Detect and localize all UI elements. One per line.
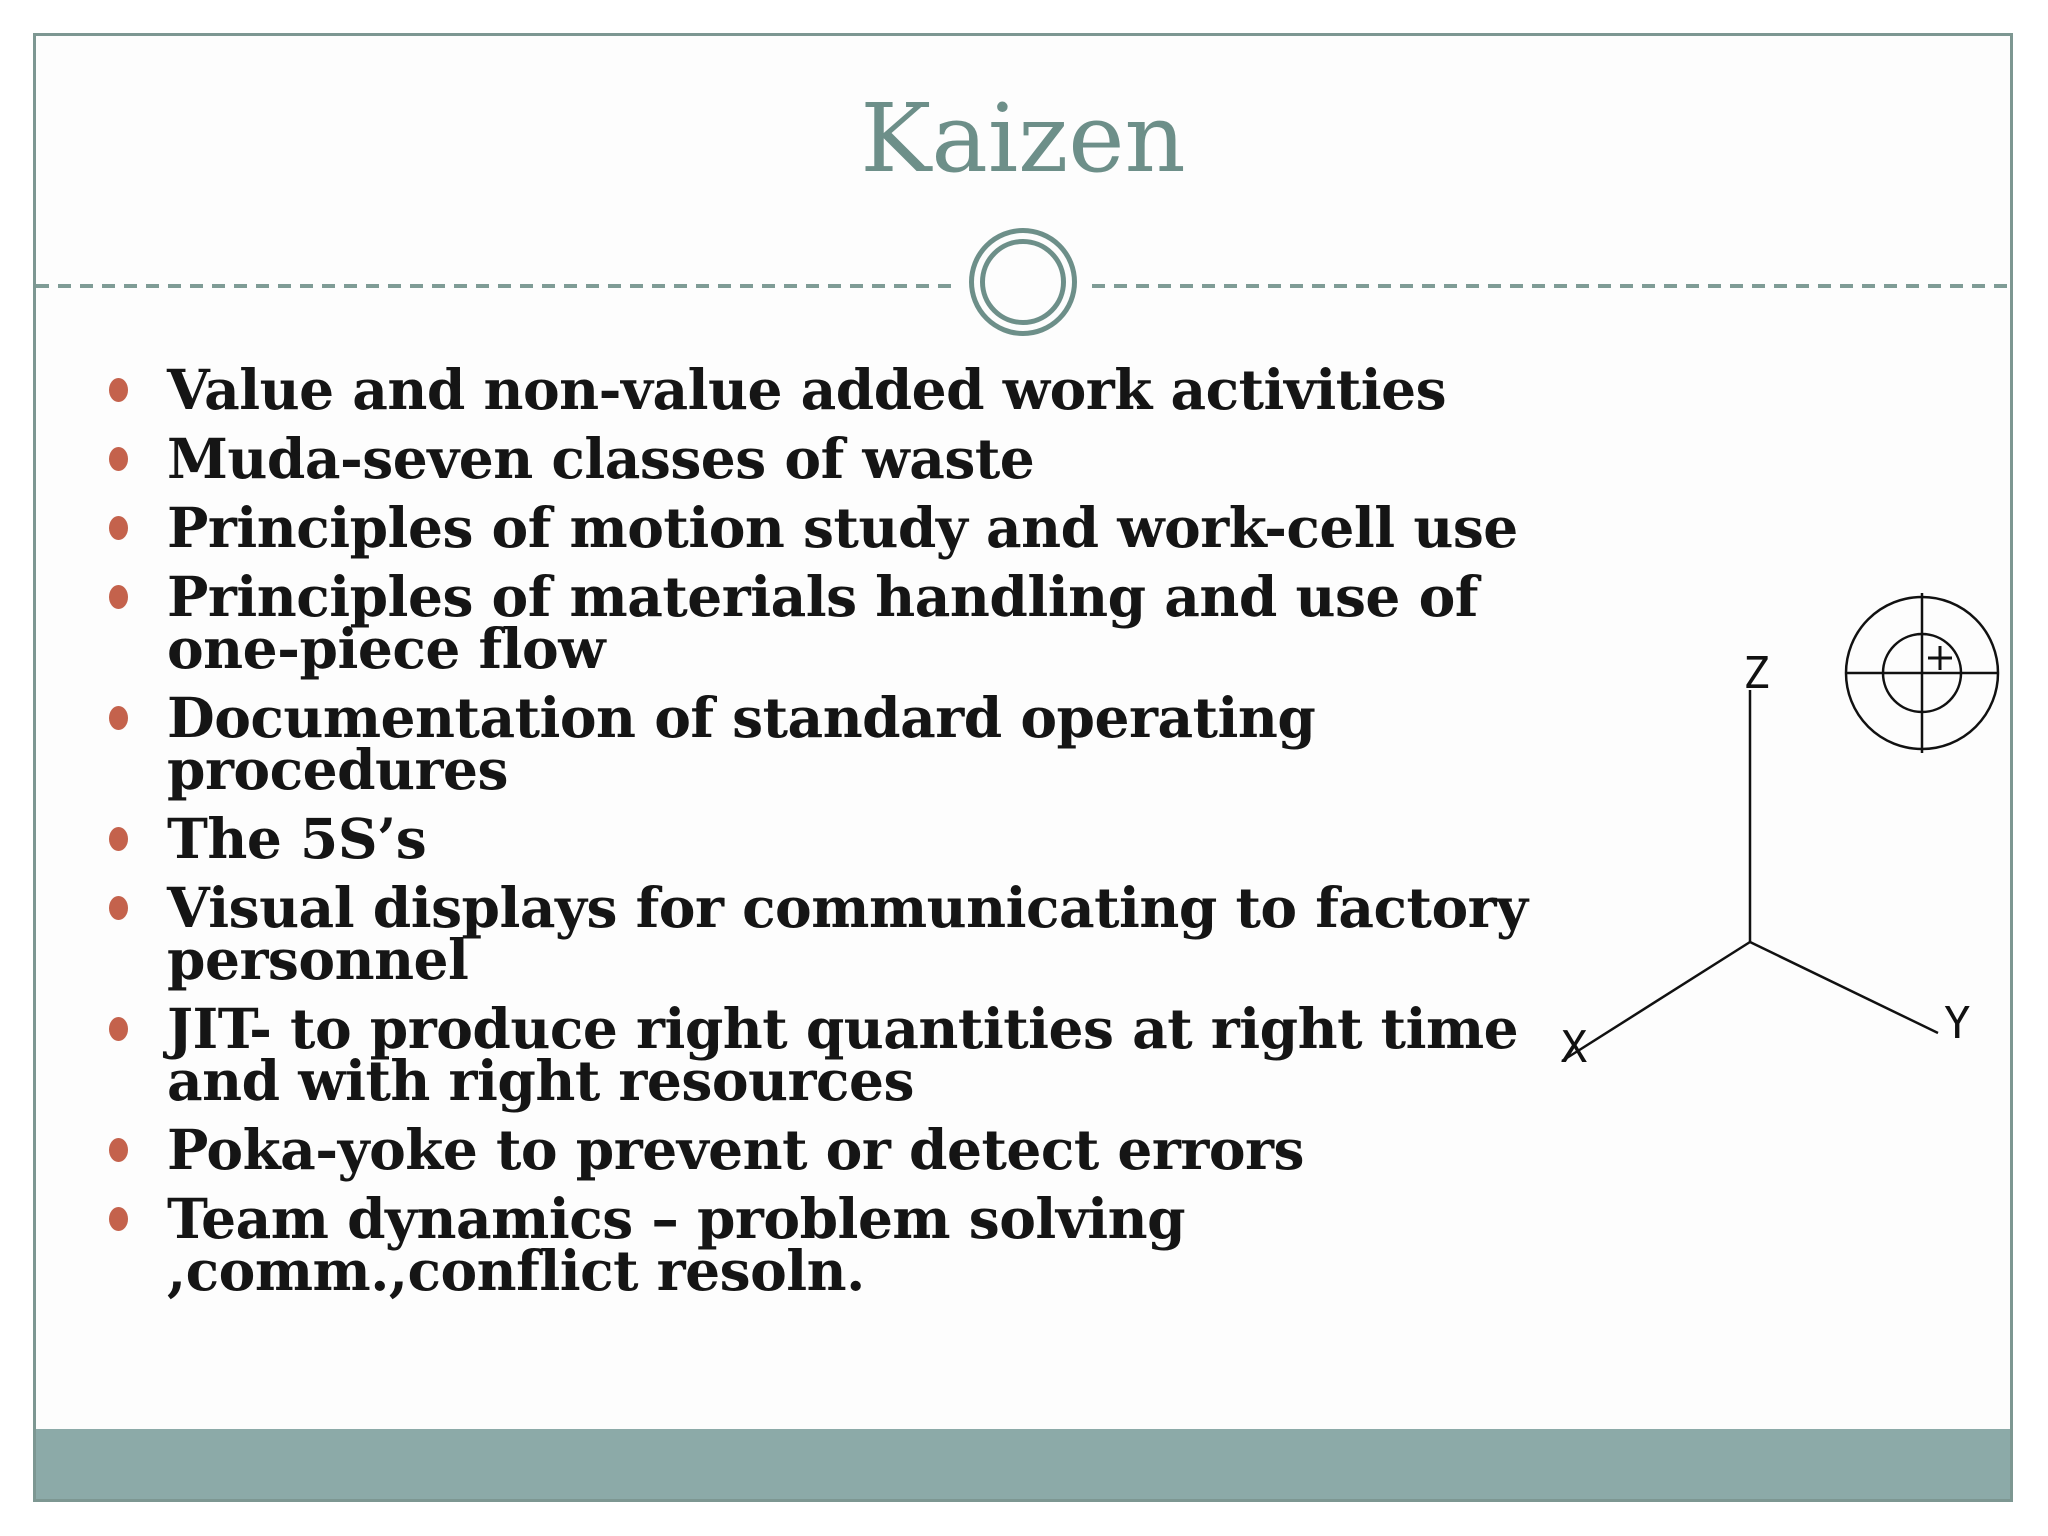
bullet-icon	[109, 378, 128, 402]
bullet-text: JIT- to produce right quantities at righ…	[167, 996, 1519, 1113]
list-item: Visual displays for communicating to fac…	[100, 880, 1660, 987]
ornament-inner-ring	[980, 239, 1066, 325]
list-item: JIT- to produce right quantities at righ…	[100, 1001, 1660, 1108]
z-axis-label: Z	[1743, 648, 1770, 699]
bullet-text: Principles of materials handling and use…	[167, 564, 1478, 681]
list-item: Team dynamics – problem solving ,comm.,c…	[100, 1191, 1660, 1298]
list-item: Principles of materials handling and use…	[100, 569, 1660, 676]
bullet-text: Team dynamics – problem solving ,comm.,c…	[167, 1186, 1186, 1303]
bullet-text: Poka-yoke to prevent or detect errors	[167, 1117, 1304, 1182]
bullet-text: Principles of motion study and work-cell…	[167, 495, 1518, 560]
x-axis-line	[1561, 940, 1751, 1063]
list-item: Principles of motion study and work-cell…	[100, 500, 1660, 555]
bullet-icon	[109, 516, 128, 540]
bullet-icon	[109, 827, 128, 851]
list-item: Poka-yoke to prevent or detect errors	[100, 1122, 1660, 1177]
bullet-icon	[109, 706, 128, 730]
bottom-band	[36, 1429, 2010, 1499]
bullet-icon	[109, 896, 128, 920]
y-axis-label: Y	[1944, 998, 1971, 1049]
list-item: Muda-seven classes of waste	[100, 431, 1660, 486]
bullet-icon	[109, 447, 128, 471]
page-title: Kaizen	[860, 84, 1186, 194]
bullet-icon	[109, 585, 128, 609]
list-item: Value and non-value added work activitie…	[100, 362, 1660, 417]
bullet-list: Value and non-value added work activitie…	[100, 362, 1660, 1314]
list-item: The 5S’s	[100, 811, 1660, 866]
x-axis-label: X	[1561, 1022, 1588, 1073]
bullet-text: Documentation of standard operating proc…	[167, 685, 1316, 802]
bullet-icon	[109, 1138, 128, 1162]
bullet-text: The 5S’s	[167, 806, 427, 871]
y-axis-line	[1749, 940, 1939, 1035]
bullet-icon	[109, 1017, 128, 1041]
bullet-text: Muda-seven classes of waste	[167, 426, 1035, 491]
bullet-text: Value and non-value added work activitie…	[167, 357, 1447, 422]
list-item: Documentation of standard operating proc…	[100, 690, 1660, 797]
axes-diagram: Z X Y	[1561, 593, 2000, 1073]
double-circle-ornament-icon	[969, 228, 1077, 336]
bullet-icon	[109, 1207, 128, 1231]
crosshair-icon	[1844, 593, 2000, 753]
bullet-text: Visual displays for communicating to fac…	[167, 875, 1528, 992]
